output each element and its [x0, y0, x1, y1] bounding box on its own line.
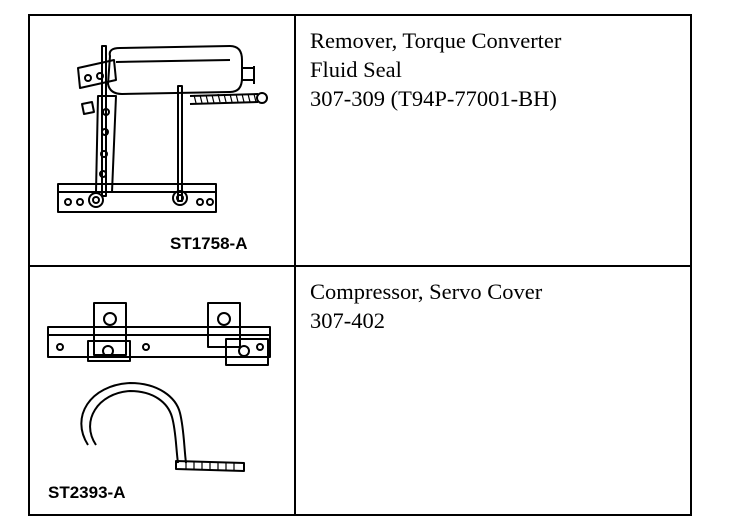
tool-description-cell: Remover, Torque Converter Fluid Seal 307… — [296, 16, 690, 265]
tool-name-line: Compressor, Servo Cover — [310, 279, 543, 304]
tool-name-line: Remover, Torque Converter — [310, 28, 562, 53]
tool-number-line: 307-309 (T94P-77001-BH) — [310, 86, 557, 111]
tool-row: ST2393-A Compressor, Servo Cover 307-402 — [30, 267, 690, 514]
tool-number-line: 307-402 — [310, 308, 385, 333]
tool-row: ST1758-A Remover, Torque Converter Fluid… — [30, 16, 690, 267]
figure-id-label: ST1758-A — [170, 234, 248, 253]
tool-illustration-cell: ST1758-A — [30, 16, 296, 265]
servo-cover-compressor-drawing — [47, 302, 271, 472]
special-tools-table: ST1758-A Remover, Torque Converter Fluid… — [28, 14, 692, 516]
tool-description: Compressor, Servo Cover 307-402 — [310, 277, 542, 335]
tool-name-line: Fluid Seal — [310, 57, 402, 82]
figure-id-label: ST2393-A — [48, 483, 126, 502]
torque-converter-seal-remover-drawing — [57, 45, 268, 213]
tool-description-cell: Compressor, Servo Cover 307-402 — [296, 267, 690, 514]
tool-description: Remover, Torque Converter Fluid Seal 307… — [310, 26, 561, 113]
tool-illustration-cell: ST2393-A — [30, 267, 296, 514]
